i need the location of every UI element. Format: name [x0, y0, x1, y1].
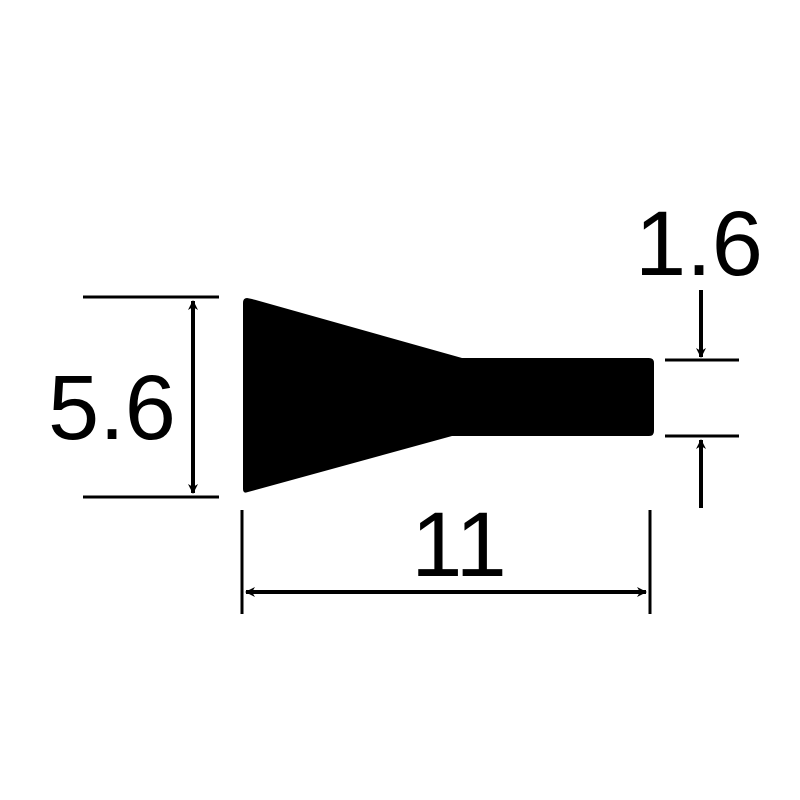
- length-dimension: 11: [240, 494, 652, 614]
- length-label: 11: [411, 494, 507, 596]
- tail-thickness-dimension: 1.6: [635, 193, 763, 508]
- tail-thickness-label: 1.6: [635, 193, 763, 295]
- profile-shape: [243, 298, 654, 493]
- height-dimension: 5.6: [48, 295, 219, 499]
- height-label: 5.6: [48, 357, 176, 459]
